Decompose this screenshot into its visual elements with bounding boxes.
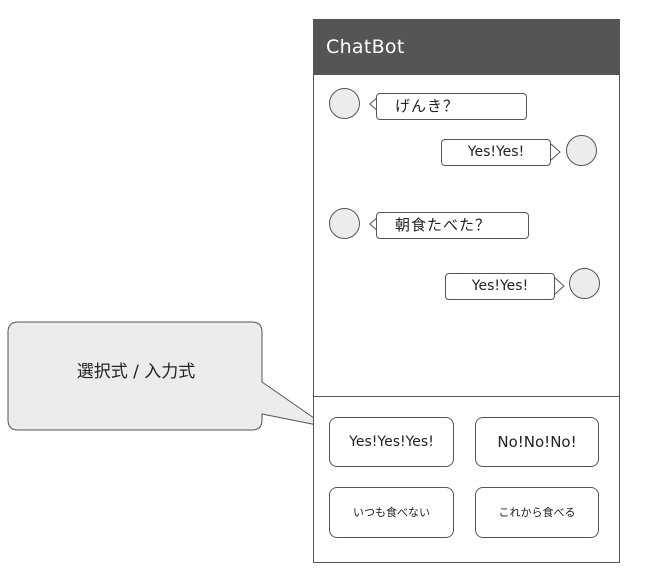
choice-will-eat-button[interactable]: これから食べる <box>475 487 599 538</box>
bubble-tail <box>550 143 561 161</box>
choice-no-button[interactable]: No!No!No! <box>475 417 599 467</box>
bot-message: げんき？ <box>376 93 527 120</box>
bot-avatar <box>329 208 360 239</box>
user-message-text: Yes!Yes! <box>467 144 525 160</box>
bot-avatar <box>329 88 360 119</box>
bubble-tail <box>554 277 565 295</box>
bot-message-text: げんき？ <box>395 97 460 115</box>
user-avatar <box>569 268 600 299</box>
callout-label: 選択式 / 入力式 <box>76 362 196 382</box>
bot-message-text: 朝食たべた？ <box>395 216 492 234</box>
choice-never-eat-button[interactable]: いつも食べない <box>329 487 454 538</box>
user-message: Yes!Yes! <box>445 273 555 300</box>
user-message: Yes!Yes! <box>441 139 551 166</box>
choice-yes-button[interactable]: Yes!Yes!Yes! <box>329 417 454 467</box>
app-title: ChatBot <box>326 36 405 58</box>
chatbot-window: ChatBot げんき？ Yes!Yes! 朝食たべた？ Yes!Yes! Ye… <box>313 19 620 563</box>
user-avatar <box>566 135 597 166</box>
bot-message: 朝食たべた？ <box>376 212 529 239</box>
title-bar: ChatBot <box>314 20 619 75</box>
input-divider <box>314 396 619 397</box>
user-message-text: Yes!Yes! <box>471 278 529 294</box>
